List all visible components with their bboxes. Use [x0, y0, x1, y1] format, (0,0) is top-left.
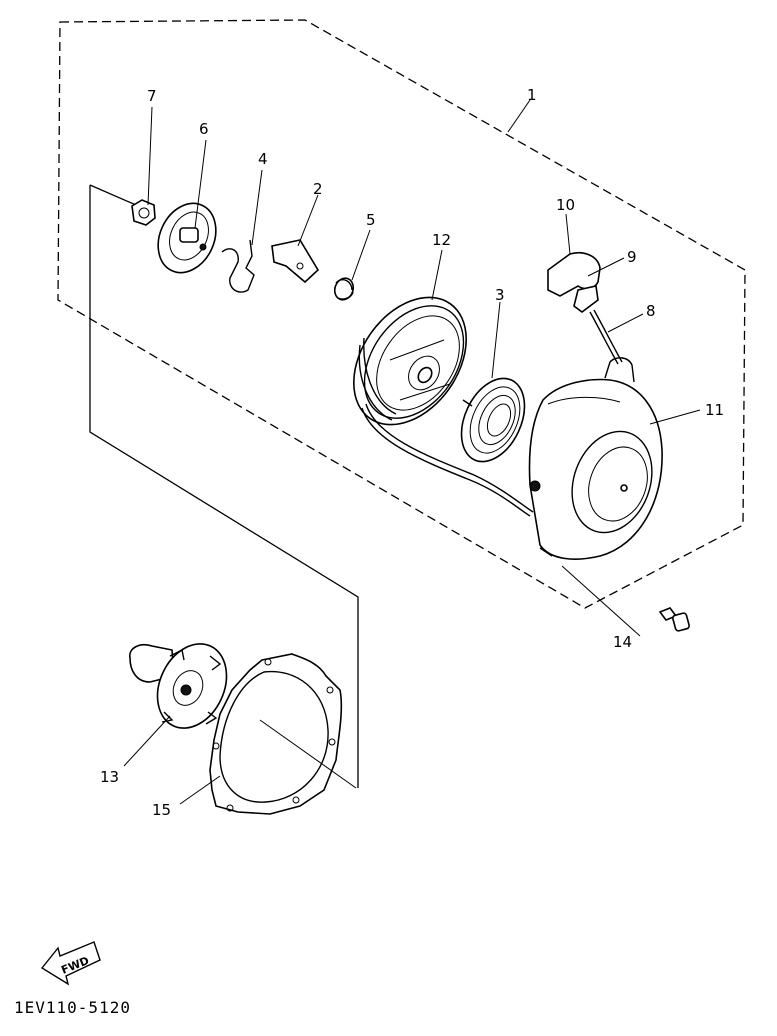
callout-10: 10	[556, 196, 575, 214]
part-13-starter-pulley	[129, 643, 228, 729]
part-12-rope-pulley	[353, 296, 467, 426]
callout-15: 15	[152, 801, 171, 819]
part-15-gasket	[209, 653, 343, 815]
callout-4: 4	[258, 150, 268, 168]
part-8-rope-outline	[593, 309, 623, 363]
fwd-label: FWD	[59, 954, 91, 977]
callouts: 1 2 3 4 5 6 7 8 9 10 11 12 13 14 15	[100, 86, 724, 819]
callout-6: 6	[199, 120, 209, 138]
callout-3: 3	[495, 286, 505, 304]
starter-rope	[361, 407, 531, 517]
part-3-recoil-spring	[460, 377, 526, 463]
part-7-nut	[131, 199, 156, 226]
assembly-boundary-dashed	[57, 19, 746, 609]
bracket-top-line	[89, 184, 137, 206]
leader-lines	[123, 99, 701, 805]
callout-8: 8	[646, 302, 656, 320]
callout-9: 9	[627, 248, 637, 266]
assembly-boundary-solid	[89, 185, 359, 788]
part-6-drive-plate	[157, 202, 217, 274]
part-8-rope	[589, 311, 619, 365]
starter-rope-outline	[365, 403, 534, 513]
callout-11: 11	[705, 401, 724, 419]
callout-14: 14	[613, 633, 632, 651]
fwd-arrow-icon: FWD	[40, 941, 101, 986]
part-11-starter-cover	[528, 357, 663, 560]
callout-5: 5	[366, 211, 376, 229]
callout-7: 7	[147, 87, 157, 105]
callout-13: 13	[100, 768, 119, 786]
callout-1: 1	[527, 86, 537, 104]
part-5-spring	[333, 277, 355, 301]
callout-2: 2	[313, 180, 323, 198]
part-14-bolt	[658, 607, 690, 632]
drawing-code: 1EV110-5120	[14, 998, 131, 1017]
part-10-handle	[547, 252, 601, 313]
part-4-spring-clip	[221, 239, 255, 293]
part-2-pawl	[271, 239, 320, 284]
callout-12: 12	[432, 231, 451, 249]
